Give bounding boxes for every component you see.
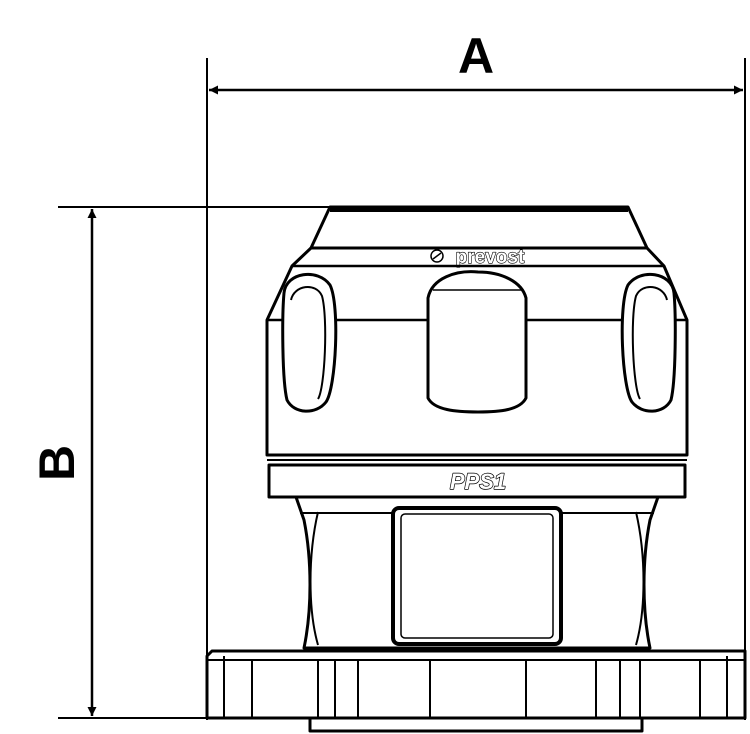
neck — [294, 495, 660, 650]
model-band — [267, 463, 687, 499]
center-tab — [426, 270, 528, 414]
fitting-drawing: prevost PPS1 — [205, 205, 747, 733]
brand-text: prevost — [456, 247, 525, 268]
right-tab — [620, 272, 677, 413]
neck-window-inner — [400, 513, 554, 639]
dimension-label-b: B — [29, 445, 85, 481]
left-tab — [281, 272, 338, 413]
bottom-spigot — [308, 718, 644, 733]
base-nut-facets — [223, 656, 728, 718]
collar-body — [265, 246, 689, 457]
brand-label: prevost — [430, 246, 526, 269]
dimension-a: A — [206, 28, 746, 720]
brand-logo-mark — [432, 252, 442, 260]
neck-left-curve — [309, 511, 319, 646]
model-text: PPS1 — [450, 469, 506, 494]
neck-window — [391, 506, 563, 646]
dimension-label-a: A — [458, 28, 494, 84]
base-nut — [205, 649, 747, 720]
neck-right-curve — [635, 511, 645, 646]
top-cap — [309, 205, 649, 250]
